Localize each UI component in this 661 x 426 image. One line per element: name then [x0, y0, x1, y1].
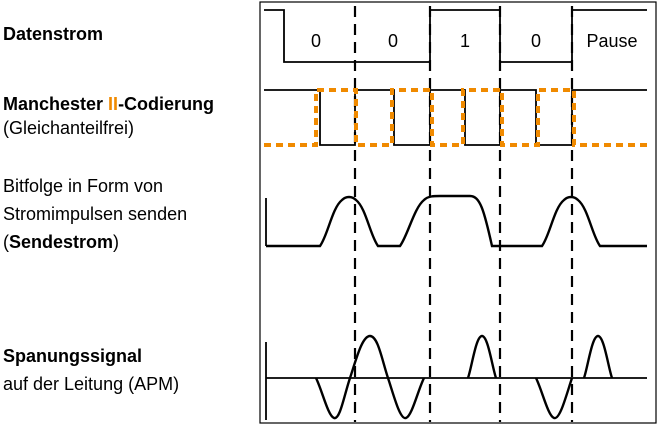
send-open: (	[3, 232, 9, 252]
manchester-inverted-signal	[264, 88, 647, 147]
send-current-pulses	[266, 194, 647, 248]
send-line-1: Bitfolge in Form von	[3, 176, 164, 196]
voltage-pulses	[314, 334, 614, 420]
send-bold: Sendestrom	[9, 232, 114, 252]
label-send-current: Bitfolge in Form von Stromimpulsen sende…	[3, 172, 187, 256]
datastream-title: Datenstrom	[3, 24, 104, 44]
bit-label-3: 1	[460, 31, 470, 51]
bit-boundaries	[353, 6, 574, 422]
manchester-subtitle: (Gleichanteilfrei)	[3, 118, 135, 138]
label-datastream: Datenstrom	[3, 22, 103, 46]
manchester-title-post: -Codierung	[118, 94, 215, 114]
voltage-subtitle: auf der Leitung (APM)	[3, 374, 180, 394]
manchester-title-pre: Manchester	[3, 94, 109, 114]
manchester-signal	[264, 89, 647, 146]
diagram-frame	[259, 1, 657, 424]
label-voltage-signal: Spanungssignal auf der Leitung (APM)	[3, 342, 179, 398]
bit-label-2: 0	[388, 31, 398, 51]
label-manchester: Manchester II-Codierung (Gleichanteilfre…	[3, 92, 214, 140]
bit-label-4: 0	[531, 31, 541, 51]
bit-label-5: Pause	[586, 31, 637, 51]
datastream-waveform	[264, 9, 647, 63]
send-line-2: Stromimpulsen senden	[3, 204, 188, 224]
voltage-title: Spanungssignal	[3, 346, 143, 366]
manchester-title-mark: II	[108, 94, 119, 114]
bit-label-1: 0	[311, 31, 321, 51]
manchester-title: Manchester II-Codierung	[3, 94, 214, 114]
send-close: )	[113, 232, 120, 252]
